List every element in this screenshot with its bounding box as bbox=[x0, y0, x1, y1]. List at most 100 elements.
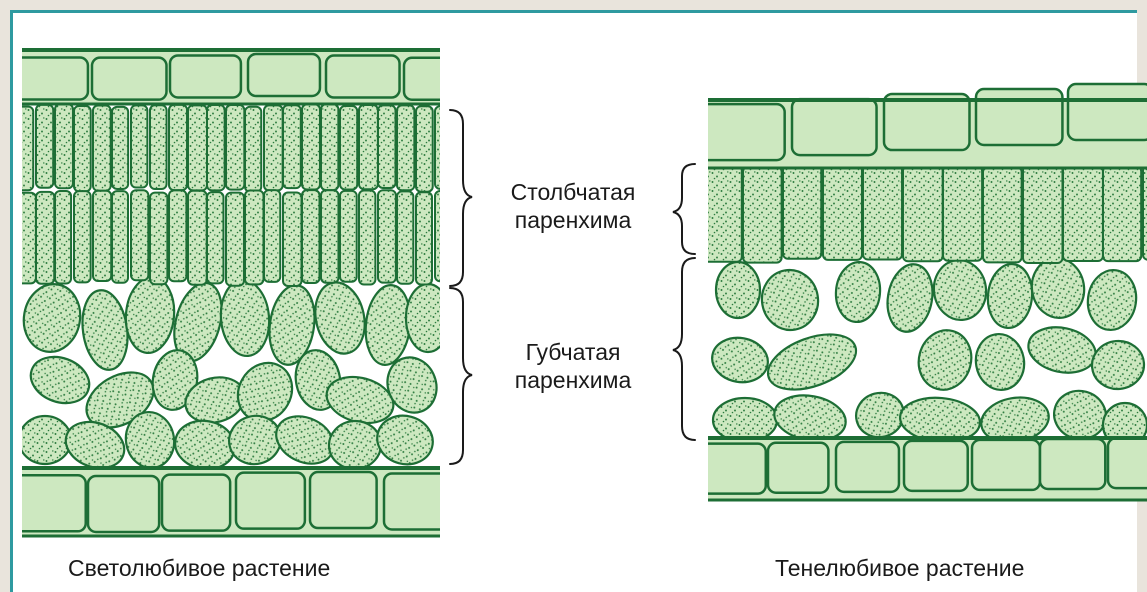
palisade-cell bbox=[283, 105, 301, 188]
sun-plant-caption: Светолюбивое растение bbox=[68, 555, 330, 582]
spongy-parenchyma-label: Губчатая паренхима bbox=[478, 338, 668, 394]
palisade-cell bbox=[435, 106, 452, 189]
epidermis-cell bbox=[236, 473, 305, 529]
epidermis-cell bbox=[384, 473, 457, 529]
shade-palisade-brace bbox=[673, 164, 695, 254]
palisade-cell bbox=[55, 104, 73, 188]
palisade-cell bbox=[74, 191, 91, 282]
palisade-cell bbox=[397, 191, 413, 283]
palisade-cell bbox=[903, 165, 943, 261]
palisade-cell bbox=[943, 166, 982, 260]
palisade-cell bbox=[226, 193, 244, 286]
palisade-cell bbox=[226, 105, 244, 190]
palisade-label-line1: Столбчатая bbox=[478, 178, 668, 206]
palisade-cell bbox=[93, 191, 111, 281]
palisade-cell bbox=[783, 164, 821, 258]
palisade-cell bbox=[188, 191, 207, 285]
palisade-cell bbox=[264, 105, 283, 190]
palisade-cell bbox=[703, 165, 742, 261]
shade-plant-caption: Тенелюбивое растение bbox=[775, 555, 1024, 582]
shade-spongy-brace bbox=[673, 258, 695, 440]
palisade-cell bbox=[1143, 165, 1147, 259]
epidermis-cell bbox=[248, 54, 320, 96]
shade-palisade-layer bbox=[703, 164, 1147, 263]
shade-leaf-section bbox=[700, 84, 1147, 500]
sun-spongy-layer bbox=[19, 275, 450, 476]
palisade-cell bbox=[321, 190, 338, 283]
palisade-cell bbox=[169, 190, 186, 281]
epidermis-cell bbox=[92, 58, 166, 100]
epidermis-cell bbox=[88, 476, 159, 532]
epidermis-cell bbox=[976, 89, 1062, 145]
spongy-label-line1: Губчатая bbox=[478, 338, 668, 366]
shade-lower-epidermis bbox=[700, 438, 1147, 500]
epidermis-cell bbox=[1068, 84, 1147, 140]
epidermis-cell bbox=[768, 443, 828, 493]
palisade-cell bbox=[359, 190, 375, 284]
palisade-cell bbox=[397, 105, 414, 190]
shade-upper-epidermis bbox=[700, 84, 1147, 168]
sun-spongy-brace bbox=[450, 288, 472, 464]
palisade-cell bbox=[131, 190, 148, 280]
palisade-cell bbox=[435, 191, 453, 281]
palisade-cell bbox=[55, 191, 71, 284]
epidermis-cell bbox=[836, 442, 899, 492]
palisade-cell bbox=[93, 105, 111, 190]
palisade-cell bbox=[302, 104, 320, 189]
palisade-cell bbox=[823, 165, 862, 259]
palisade-parenchyma-label: Столбчатая паренхима bbox=[478, 178, 668, 234]
palisade-cell bbox=[340, 106, 357, 189]
palisade-cell bbox=[188, 105, 207, 190]
palisade-cell bbox=[416, 106, 433, 191]
palisade-cell bbox=[17, 193, 36, 284]
epidermis-cell bbox=[404, 58, 478, 100]
spongy-cell bbox=[19, 416, 71, 464]
palisade-cell bbox=[863, 165, 902, 259]
palisade-cell bbox=[36, 105, 53, 188]
palisade-cell bbox=[112, 191, 128, 283]
palisade-cell bbox=[150, 193, 167, 285]
palisade-cell bbox=[264, 190, 280, 282]
palisade-label-line2: паренхима bbox=[478, 206, 668, 234]
epidermis-cell bbox=[14, 58, 88, 100]
spongy-label-line2: паренхима bbox=[478, 366, 668, 394]
palisade-cell bbox=[36, 192, 54, 284]
epidermis-cell bbox=[1108, 438, 1147, 488]
sun-upper-epidermis bbox=[14, 50, 478, 104]
palisade-cell bbox=[207, 192, 223, 283]
palisade-cell bbox=[245, 107, 261, 192]
sun-palisade-layer bbox=[17, 104, 453, 286]
epidermis-cell bbox=[792, 99, 877, 155]
palisade-cell bbox=[207, 105, 225, 190]
palisade-cell bbox=[74, 106, 91, 191]
palisade-cell bbox=[283, 193, 301, 286]
palisade-cell bbox=[378, 105, 395, 188]
palisade-cell bbox=[359, 105, 378, 189]
epidermis-cell bbox=[884, 94, 969, 150]
palisade-cell bbox=[131, 105, 147, 187]
epidermis-cell bbox=[1040, 439, 1105, 489]
epidermis-cell bbox=[700, 444, 766, 494]
epidermis-cell bbox=[700, 104, 785, 160]
epidermis-cell bbox=[904, 441, 968, 491]
epidermis-cell bbox=[14, 475, 86, 531]
epidermis-cell bbox=[162, 475, 230, 531]
palisade-cell bbox=[983, 167, 1022, 262]
sun-leaf-section bbox=[14, 50, 478, 536]
palisade-cell bbox=[378, 190, 396, 282]
epidermis-cell bbox=[326, 56, 400, 98]
palisade-cell bbox=[321, 104, 338, 190]
palisade-cell bbox=[416, 192, 432, 284]
epidermis-cell bbox=[170, 55, 241, 97]
spongy-cell bbox=[713, 398, 777, 442]
palisade-cell bbox=[17, 107, 33, 191]
epidermis-cell bbox=[310, 472, 377, 528]
palisade-cell bbox=[1103, 166, 1141, 261]
shade-spongy-layer bbox=[708, 254, 1147, 448]
palisade-cell bbox=[1023, 165, 1062, 263]
sun-palisade-brace bbox=[450, 110, 472, 286]
palisade-cell bbox=[150, 105, 167, 189]
palisade-cell bbox=[1063, 166, 1103, 261]
spongy-cell bbox=[406, 284, 450, 352]
palisade-cell bbox=[169, 105, 187, 190]
